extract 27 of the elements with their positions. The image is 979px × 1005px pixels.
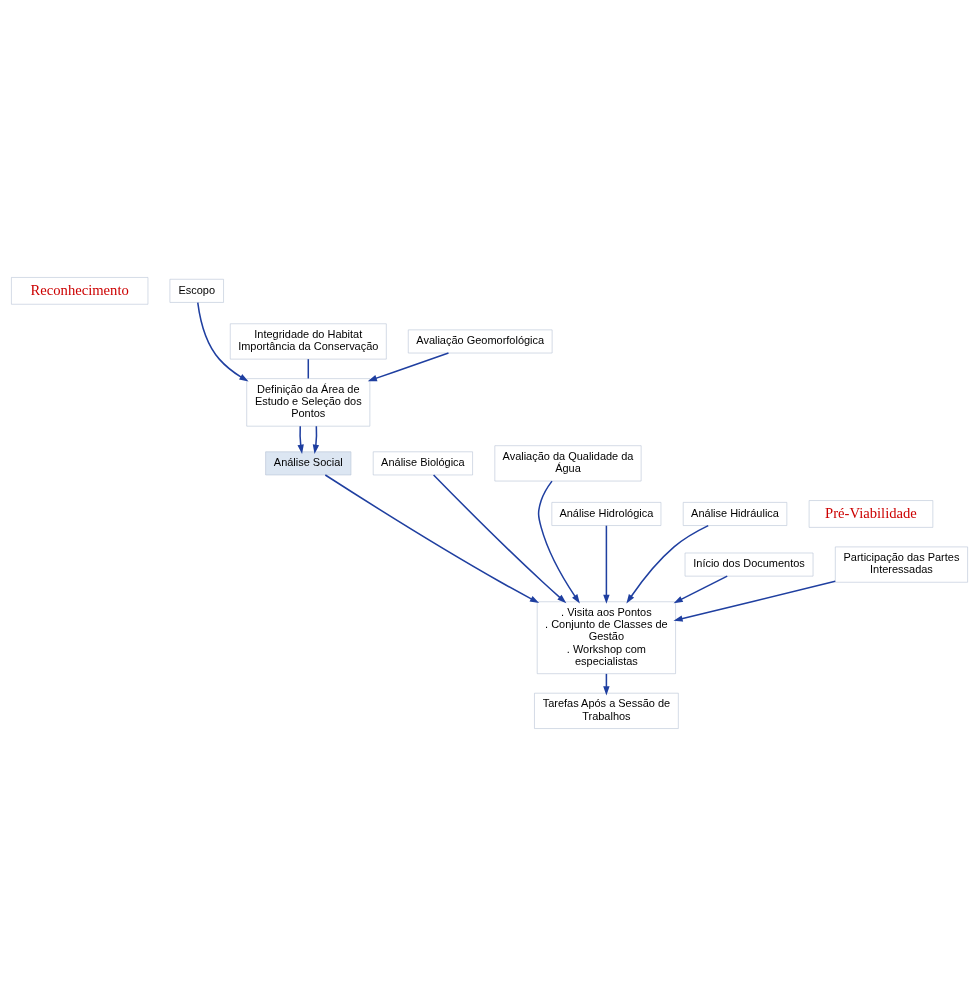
arrow [673,574,728,603]
node-box: Análise Biológica [372,451,473,475]
node-box: Avaliação Geomorfológica [407,329,553,353]
node-box: Integridade do Habitat Importância da Conservação [229,322,387,359]
node-box: Pré-Viabilidade [808,499,934,528]
arrow [297,425,304,454]
arrow [673,580,836,622]
arrow [537,479,580,603]
arrow [197,301,249,381]
arrow [312,425,320,454]
connector [307,357,310,379]
node-box: Tarefas Após a Sessão de Trabalhos [534,692,679,729]
node-box: Reconhecimento [11,276,149,305]
node-box: Análise Social [265,451,352,475]
node-box: Definição da Área de Estudo e Seleção dos Pontos [246,377,371,426]
arrow [432,473,567,603]
arrow [367,351,450,381]
node-box: Escopo [169,278,224,303]
node-box: Participação das Partes Interessadas [835,546,968,583]
node-box: . Visita aos Pontos . Conjunto de Classes de Gestão . Workshop com especialistas [536,600,676,674]
node-box: Análise Hidrológica [551,501,662,526]
node-box: Início dos Documentos [684,552,814,576]
node-box: Avaliação da Qualidade da Água [494,444,642,481]
node-box: Análise Hidráulica [682,501,788,526]
arrow [603,524,610,604]
arrow [324,473,540,603]
arrow [626,524,709,603]
